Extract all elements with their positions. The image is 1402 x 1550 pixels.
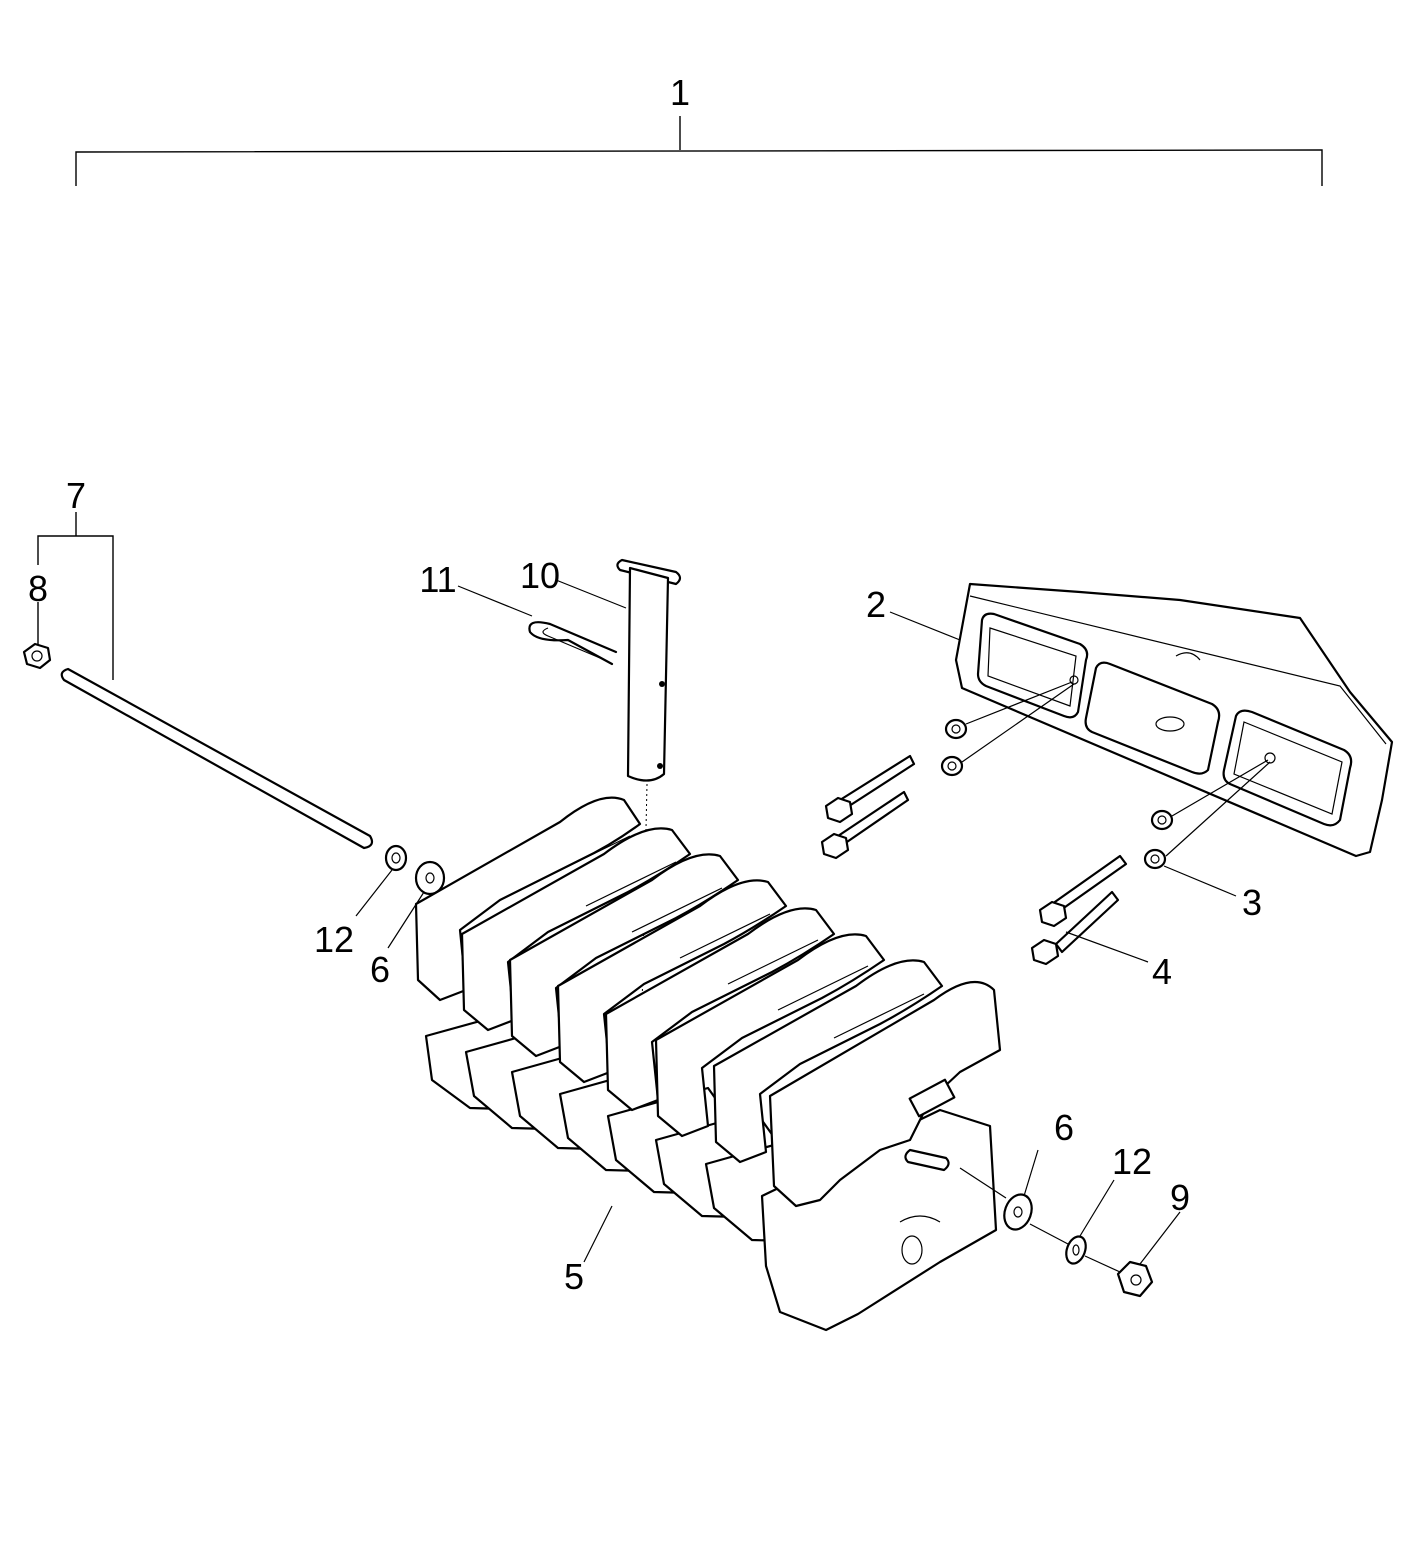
flat-washer-left xyxy=(414,860,446,896)
weight-carrier xyxy=(954,582,1394,858)
callout-5: 5 xyxy=(564,1256,584,1297)
lifting-pin xyxy=(616,558,682,1099)
weight-upper-row xyxy=(414,796,1002,1208)
callout-3: 3 xyxy=(1242,882,1262,923)
bolt-lower-1 xyxy=(1038,854,1128,928)
bolt-upper-2 xyxy=(820,790,910,860)
spring-clip xyxy=(528,621,618,666)
bolt-upper-1 xyxy=(824,754,916,824)
callout-7: 7 xyxy=(66,475,86,516)
callout-6-right: 6 xyxy=(1054,1107,1074,1148)
callout-4: 4 xyxy=(1152,951,1172,992)
hex-nut-right xyxy=(1116,1260,1154,1298)
washer-upper-2 xyxy=(940,755,964,777)
weight-stack xyxy=(414,796,1002,1332)
sub-assembly-bracket xyxy=(37,512,114,680)
washer-upper-1 xyxy=(944,718,968,740)
tie-rod xyxy=(60,667,374,850)
leader-lines xyxy=(355,579,1237,1265)
washer-lower-1 xyxy=(1150,809,1174,831)
callout-9: 9 xyxy=(1170,1177,1190,1218)
bolt-lower-2 xyxy=(1030,890,1120,966)
callout-12-left: 12 xyxy=(314,919,354,960)
callout-1: 1 xyxy=(670,72,690,113)
callout-6-left: 6 xyxy=(370,949,390,990)
callout-12-right: 12 xyxy=(1112,1141,1152,1182)
assembly-bracket xyxy=(75,116,1323,186)
hex-nut-left xyxy=(22,642,52,670)
flat-washer-right xyxy=(1003,1193,1033,1231)
lock-washer-left xyxy=(384,844,408,872)
callout-8: 8 xyxy=(28,568,48,609)
washer-lower-2 xyxy=(1143,848,1167,870)
callout-10: 10 xyxy=(520,555,560,596)
callout-2: 2 xyxy=(866,584,886,625)
lock-washer-right xyxy=(1065,1235,1087,1265)
callout-11: 11 xyxy=(419,559,456,600)
